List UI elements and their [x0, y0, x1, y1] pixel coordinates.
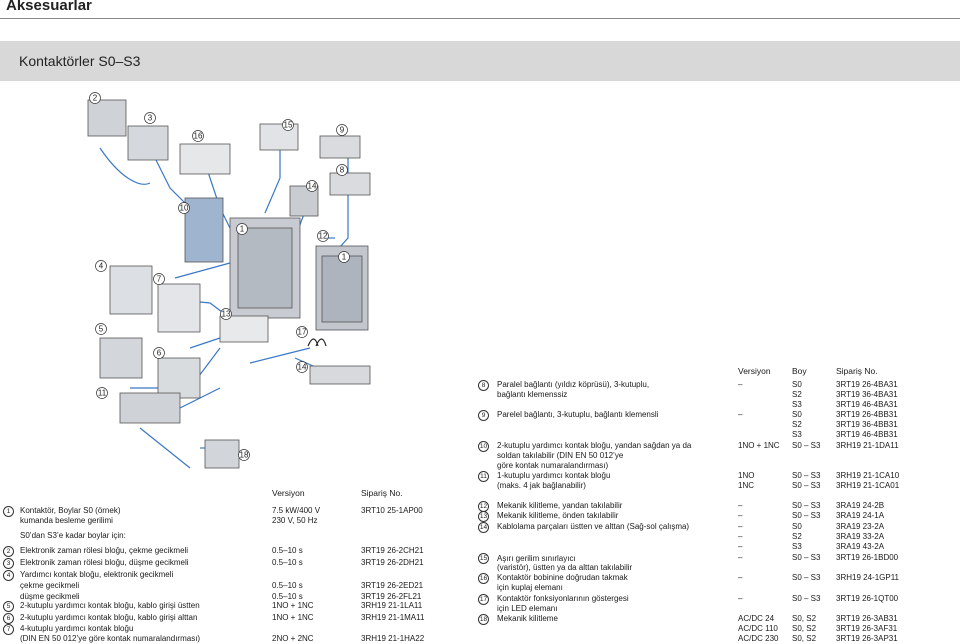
callout-8: 8 — [336, 164, 348, 176]
mech-interlock-18 — [204, 439, 240, 469]
callout-15: 15 — [282, 119, 294, 131]
svg-text:4: 4 — [99, 262, 104, 271]
callout-1a: 1 — [236, 223, 248, 235]
callout-3: 3 — [144, 112, 156, 124]
svg-text:18: 18 — [240, 451, 249, 460]
aux-block-5 — [99, 337, 143, 379]
svg-text:1: 1 — [240, 225, 245, 234]
callout-1b: 1 — [338, 251, 350, 263]
svg-text:6: 6 — [157, 349, 162, 358]
svg-text:1: 1 — [342, 253, 347, 262]
callout-9: 9 — [336, 124, 348, 136]
aux-block-11 — [119, 392, 181, 424]
svg-text:12: 12 — [319, 232, 328, 241]
title-divider — [0, 18, 960, 19]
callout-10: 10 — [178, 202, 190, 214]
callout-6: 6 — [153, 347, 165, 359]
svg-text:9: 9 — [340, 126, 345, 135]
time-relay-block — [87, 99, 127, 137]
section-header: Kontaktörler S0–S3 — [0, 41, 960, 81]
page-title: Aksesuarlar — [6, 0, 92, 14]
callout-labels: 2 3 16 15 9 8 14 10 1 12 1 4 7 13 5 17 6… — [89, 92, 350, 461]
time-relay-block-2 — [127, 125, 169, 161]
callout-18: 18 — [238, 449, 250, 461]
svg-text:7: 7 — [157, 275, 162, 284]
callout-5: 5 — [95, 323, 107, 335]
right-header-order: Sipariş No. — [836, 366, 878, 376]
svg-text:14: 14 — [298, 363, 307, 372]
left-header-version: Versiyon — [272, 488, 305, 498]
callout-17: 17 — [296, 326, 308, 338]
svg-text:8: 8 — [340, 166, 345, 175]
aux-block-4 — [109, 265, 153, 315]
parallel-link-9 — [319, 135, 361, 159]
svg-text:16: 16 — [194, 132, 203, 141]
callout-12: 12 — [317, 230, 329, 242]
svg-text:17: 17 — [298, 328, 307, 337]
callout-4: 4 — [95, 260, 107, 272]
subheading: S0’dan S3’e kadar boylar için: — [20, 531, 126, 540]
svg-text:11: 11 — [98, 389, 107, 398]
row-number: 1 — [3, 506, 14, 517]
svg-text:3: 3 — [148, 114, 153, 123]
svg-text:14: 14 — [308, 182, 317, 191]
callout-16: 16 — [192, 130, 204, 142]
svg-text:10: 10 — [180, 204, 189, 213]
callout-7: 7 — [153, 273, 165, 285]
aux-block-6 — [157, 357, 201, 399]
wiring-kit-14 — [309, 365, 371, 385]
right-header-size: Boy — [792, 366, 807, 376]
mech-interlock-13 — [219, 315, 269, 343]
section-title: Kontaktörler S0–S3 — [19, 53, 141, 69]
callout-11: 11 — [96, 387, 108, 399]
parallel-link-8 — [329, 172, 371, 196]
right-header-version: Versiyon — [738, 366, 771, 376]
side-aux-block — [184, 197, 224, 263]
coupling-element — [179, 143, 231, 175]
svg-text:5: 5 — [99, 325, 104, 334]
svg-text:13: 13 — [222, 310, 231, 319]
callout-14b: 14 — [296, 361, 308, 373]
svg-text:2: 2 — [93, 94, 98, 103]
aux-block-7 — [157, 283, 201, 333]
accessories-illustration: 2 3 16 15 9 8 14 10 1 12 1 4 7 13 5 17 6… — [87, 92, 371, 469]
callout-13: 13 — [220, 308, 232, 320]
svg-text:15: 15 — [284, 121, 293, 130]
callout-2: 2 — [89, 92, 101, 104]
left-header-order: Sipariş No. — [361, 488, 403, 498]
callout-14a: 14 — [306, 180, 318, 192]
